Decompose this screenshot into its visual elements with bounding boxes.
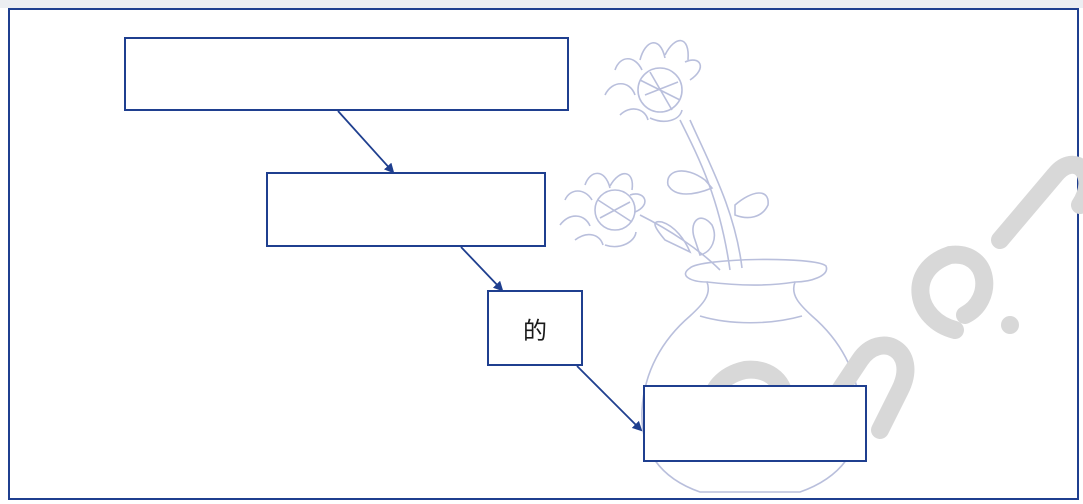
arrow-box1-to-box2 (337, 110, 395, 174)
de-character-box: 的 (487, 290, 583, 366)
blank-box-4 (643, 385, 867, 462)
box-3-text: 的 (523, 316, 547, 345)
blank-box-1 (124, 37, 569, 111)
top-band (0, 0, 1083, 8)
blank-box-2 (266, 172, 546, 247)
arrow-box3-to-box4 (576, 365, 643, 432)
arrow-box2-to-box3 (460, 246, 504, 292)
